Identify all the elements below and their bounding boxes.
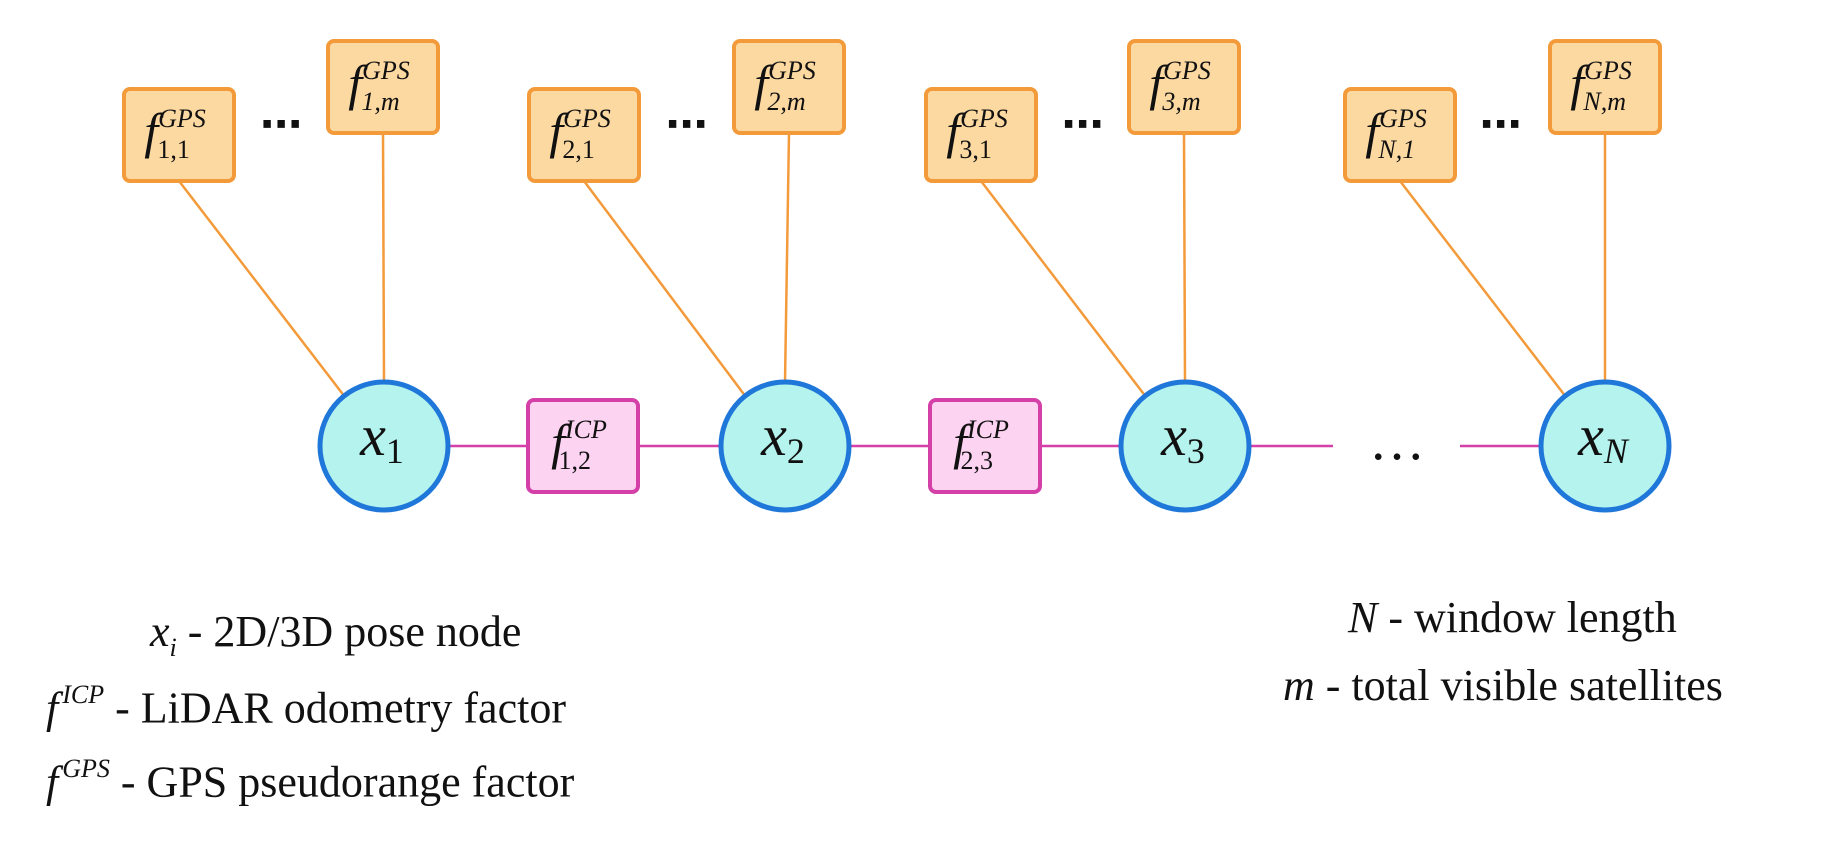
legend-symbol: m [1283, 661, 1315, 710]
gps-factor-box [1548, 39, 1662, 135]
gps-edge-right-0 [381, 132, 386, 383]
gps-factor-box [326, 39, 440, 135]
legend-text: - LiDAR odometry factor [115, 683, 566, 733]
gps-factor-box [924, 87, 1038, 183]
legend-text: - window length [1388, 593, 1677, 642]
pose-node-label: x3 [1160, 403, 1205, 471]
gps-ellipsis: ⋯ [1480, 100, 1522, 149]
pose-node: x2 [718, 379, 852, 513]
pose-node-label: x1 [359, 403, 404, 471]
legend-pose-node: xi - 2D/3D pose node [150, 610, 521, 661]
gps-ellipsis: ⋯ [1062, 100, 1104, 149]
pose-node-circle [317, 379, 451, 513]
gps-ellipsis: ⋯ [666, 100, 708, 149]
legend-superscript: GPS [62, 754, 110, 783]
icp-factor-box [526, 398, 640, 494]
pose-node-label: xN [1577, 403, 1630, 471]
gps-factor-box [732, 39, 846, 135]
gps-edge-left-0 [178, 180, 346, 397]
legend-symbol: f [46, 683, 59, 733]
legend-window-length: N - window length [1348, 596, 1677, 640]
gps-factor-box [1127, 39, 1241, 135]
legend-text: - total visible satellites [1325, 661, 1723, 710]
gps-factor-box [122, 87, 236, 183]
icp-factor-box [928, 398, 1042, 494]
edges-layer [178, 132, 1607, 448]
pose-node-circle [1118, 379, 1252, 513]
gps-edge-right-1 [783, 132, 791, 383]
gps-edge-left-2 [980, 180, 1147, 397]
legend-symbol: N [1348, 593, 1378, 642]
pose-node-label: x2 [760, 403, 805, 471]
chain-ellipsis: … [1369, 410, 1425, 472]
legend-text: - 2D/3D pose node [187, 607, 522, 656]
legend-superscript: ICP [62, 680, 105, 709]
gps-factor-box [1343, 87, 1457, 183]
pose-node: xN [1538, 379, 1672, 513]
gps-edge-left-1 [583, 180, 747, 397]
pose-node: x1 [317, 379, 451, 513]
legend-subscript: i [169, 632, 177, 662]
gps-edge-right-2 [1182, 132, 1187, 383]
legend-text: - GPS pseudorange factor [120, 757, 575, 807]
pose-node-circle [718, 379, 852, 513]
legend-visible-satellites: m - total visible satellites [1283, 664, 1723, 708]
pose-node-circle [1538, 379, 1672, 513]
legend-symbol: x [150, 607, 170, 656]
gps-ellipsis: ⋯ [260, 100, 302, 149]
gps-edge-left-3 [1399, 180, 1567, 397]
pose-node: x3 [1118, 379, 1252, 513]
gps-factor-box [527, 87, 641, 183]
legend-symbol: f [46, 757, 59, 807]
